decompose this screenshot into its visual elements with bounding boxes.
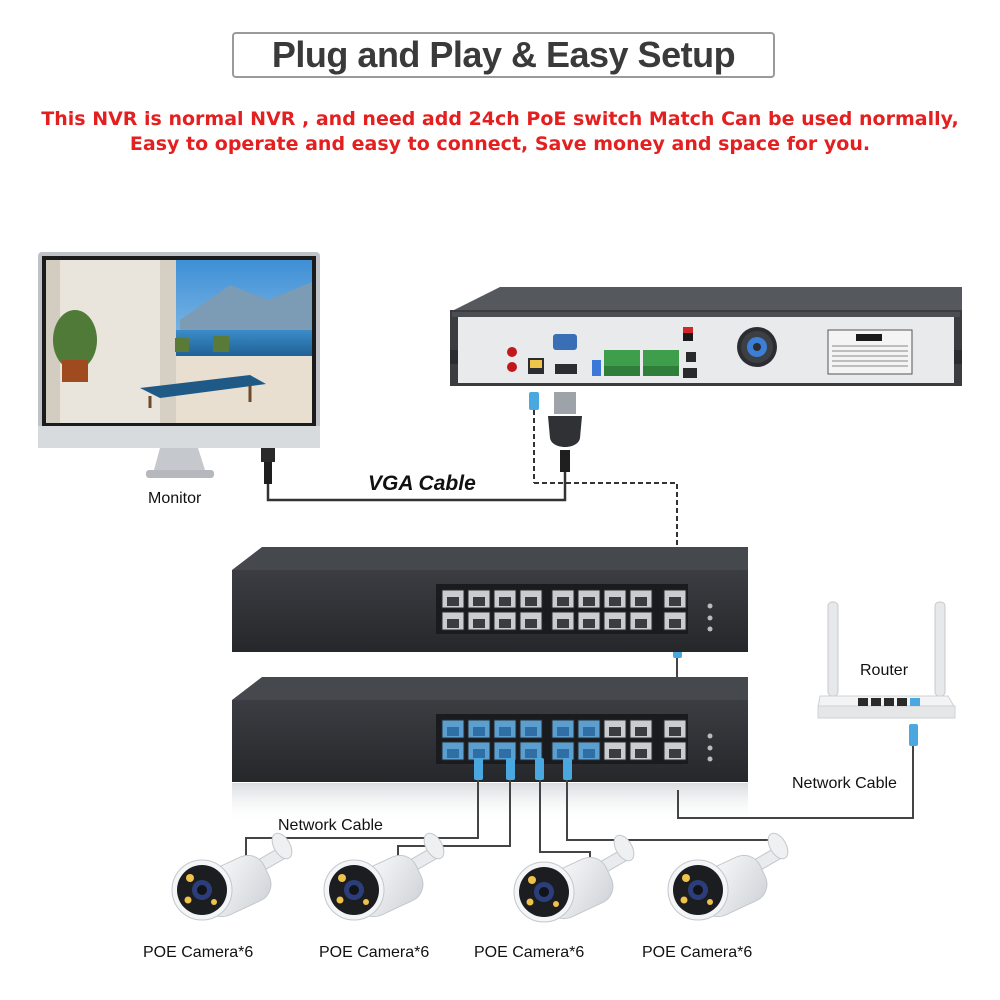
switch-port-slot: [473, 597, 485, 606]
switch-port-slot: [609, 727, 621, 736]
camera-label-2: POE Camera*6: [319, 944, 430, 961]
switch-port-slot: [583, 727, 595, 736]
camera-label-4: POE Camera*6: [642, 944, 753, 961]
network-cable-label-left: Network Cable: [278, 817, 383, 834]
switch-port-slot: [635, 619, 647, 628]
monitor-label: Monitor: [148, 490, 202, 507]
router-network-cable: [677, 746, 914, 819]
switch-port-slot: [557, 597, 569, 606]
switch-port-slot: [635, 597, 647, 606]
switch-port-slot: [669, 619, 681, 628]
switch-port-slot: [609, 619, 621, 628]
switch-port-slot: [473, 749, 485, 758]
switch-port-slot: [499, 749, 511, 758]
poe-camera-icon: [667, 832, 789, 921]
switch-port-slot: [635, 749, 647, 758]
switch-port-slot: [499, 619, 511, 628]
switch-port-slot: [583, 619, 595, 628]
switch-port-slot: [583, 597, 595, 606]
switch-port-slot: [499, 597, 511, 606]
switch-port-slot: [525, 619, 537, 628]
poe-switch-bottom: [232, 677, 748, 823]
switch-port-slot: [499, 727, 511, 736]
switch-port-slot: [669, 597, 681, 606]
vga-cable: [261, 392, 582, 502]
switch-port-slot: [525, 597, 537, 606]
notice-line-2: Easy to operate and easy to connect, Sav…: [129, 133, 871, 155]
camera-label-1: POE Camera*6: [143, 944, 254, 961]
network-cable-label-right: Network Cable: [792, 775, 897, 792]
switch-port-slot: [447, 619, 459, 628]
poe-camera-icon: [323, 832, 445, 921]
switch-port-slot: [609, 597, 621, 606]
switch-port-slot: [525, 749, 537, 758]
switch-port-slot: [525, 727, 537, 736]
switch-port-slot: [609, 749, 621, 758]
title-box: Plug and Play & Easy Setup: [232, 32, 775, 78]
camera-label-3: POE Camera*6: [474, 944, 585, 961]
switch-port-slot: [447, 597, 459, 606]
switch-port-slot: [473, 727, 485, 736]
monitor-icon: [38, 252, 320, 478]
switch-port-slot: [557, 727, 569, 736]
poe-switch-top: [232, 547, 748, 652]
notice-line-1: This NVR is normal NVR , and need add 24…: [41, 108, 959, 130]
poe-camera-icon: [513, 834, 635, 923]
vga-cable-label: VGA Cable: [368, 472, 476, 495]
switch-port-slot: [635, 727, 647, 736]
router-icon: [817, 601, 956, 746]
switch-port-slot: [473, 619, 485, 628]
switch-port-slot: [447, 727, 459, 736]
switch-port-slot: [583, 749, 595, 758]
switch-port-slot: [557, 749, 569, 758]
page-title: Plug and Play & Easy Setup: [271, 34, 736, 75]
switch-port-slot: [447, 749, 459, 758]
router-label: Router: [860, 662, 909, 679]
switch-port-slot: [557, 619, 569, 628]
nvr-device-icon: [450, 287, 962, 386]
switch-port-slot: [669, 749, 681, 758]
switch-port-slot: [669, 727, 681, 736]
poe-camera-icon: [171, 832, 293, 921]
